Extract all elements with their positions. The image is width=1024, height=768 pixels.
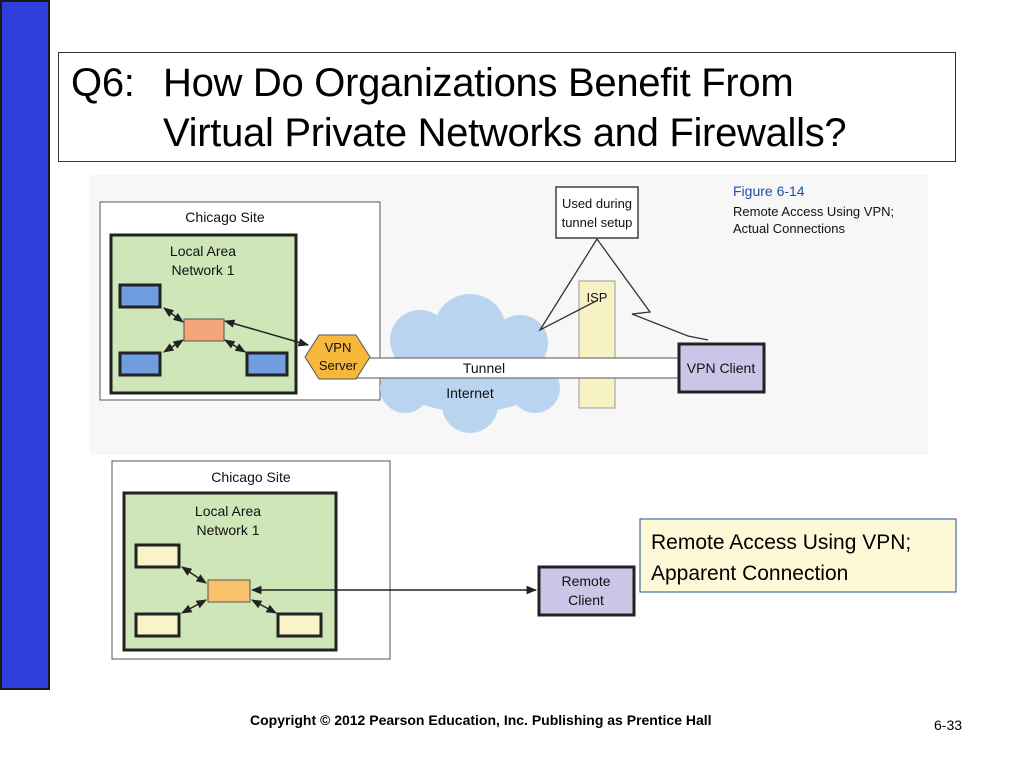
vpn-server-hexagon [304, 334, 371, 380]
hub-icon-apparent [207, 579, 251, 603]
figure-caption-line-1: Remote Access Using VPN; [733, 204, 894, 219]
tunnel-label: Tunnel [463, 360, 505, 376]
page-number: 6-33 [934, 717, 963, 733]
copyright-footer: Copyright © 2012 Pearson Education, Inc.… [250, 712, 712, 728]
vpn-client-label: VPN Client [687, 360, 756, 376]
computer-icon [134, 543, 181, 569]
vpn-server-label-line-1: VPN [325, 340, 352, 355]
vpn-client-box [677, 342, 766, 394]
lan-label-line-1-apparent: Local Area [195, 503, 261, 519]
vpn-server-label-line-2: Server [319, 358, 358, 373]
title-line-2: Virtual Private Networks and Firewalls? [163, 111, 847, 155]
computer-icon [276, 612, 323, 638]
apparent-connection-note [639, 518, 957, 593]
lan-link [163, 339, 184, 353]
lan-label-line-2: Network 1 [171, 262, 234, 278]
callout-line-2: tunnel setup [562, 215, 633, 230]
note-line-1: Remote Access Using VPN; [651, 531, 911, 554]
computer-icon [245, 351, 289, 377]
isp-label: ISP [587, 290, 608, 305]
hub-to-vpn-server-link [223, 319, 310, 347]
lan-label-line-1: Local Area [170, 243, 236, 259]
lan-label-line-2-apparent: Network 1 [196, 522, 259, 538]
tunnel-pipe [355, 357, 683, 379]
remote-client-label-line-2: Client [568, 592, 604, 608]
lan-link [181, 566, 207, 584]
hub-icon [183, 318, 225, 342]
computer-icon [118, 283, 162, 309]
callout-line-1: Used during [562, 196, 632, 211]
chicago-site-label-apparent: Chicago Site [211, 469, 291, 485]
callout-line [596, 238, 709, 341]
figure-caption-line-2: Actual Connections [733, 221, 846, 236]
tunnel-setup-callout [555, 186, 639, 239]
title-question-number: Q6: [71, 61, 135, 105]
figure-number: Figure 6-14 [733, 183, 805, 199]
computer-icon [134, 612, 181, 638]
internet-label: Internet [446, 385, 494, 401]
computer-icon [118, 351, 162, 377]
note-line-2: Apparent Connection [651, 562, 848, 585]
isp-box [578, 280, 616, 409]
remote-client-label-line-1: Remote [561, 573, 610, 589]
lan-link [251, 599, 277, 614]
chicago-site-label: Chicago Site [185, 209, 265, 225]
lan-link [163, 307, 184, 323]
callout-line [538, 238, 599, 332]
title-box: Q6: How Do Organizations Benefit From Vi… [58, 52, 956, 162]
side-bar [0, 0, 50, 690]
remote-client-box [537, 565, 636, 617]
lan-link [181, 599, 207, 614]
title-line-1: How Do Organizations Benefit From [163, 61, 794, 105]
